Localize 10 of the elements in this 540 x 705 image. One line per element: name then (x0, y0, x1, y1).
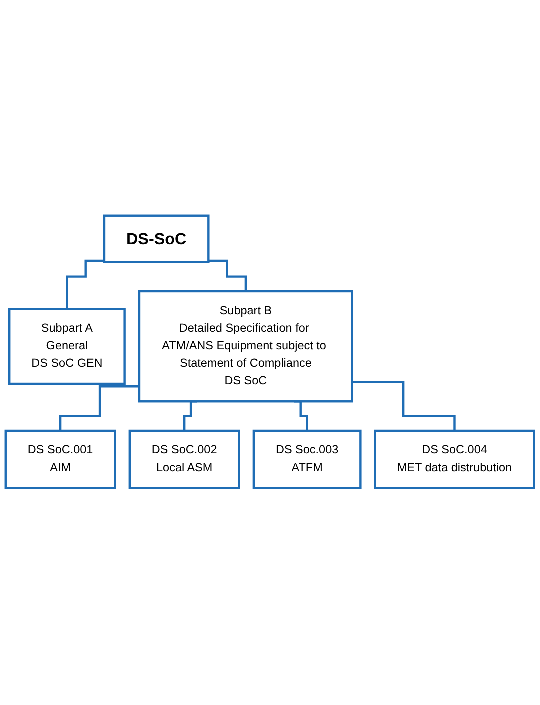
node-box: DS SoC.001 AIM (4, 430, 116, 490)
node-box: DS-SoC (103, 215, 210, 264)
node-box: Subpart A General DS SoC GEN (8, 308, 126, 386)
node-box: DS SoC.004 MET data distrubution (374, 430, 536, 490)
connector (59, 386, 140, 433)
node-box: DS SoC.002 Local ASM (128, 430, 240, 490)
node-box: DS Soc.003 ATFM (252, 430, 362, 490)
node-box: Subpart B Detailed Specification for ATM/ANS Equipment subject to Statement of Compliance DS SoC (138, 290, 354, 404)
connector (208, 260, 248, 294)
connector (66, 260, 104, 311)
